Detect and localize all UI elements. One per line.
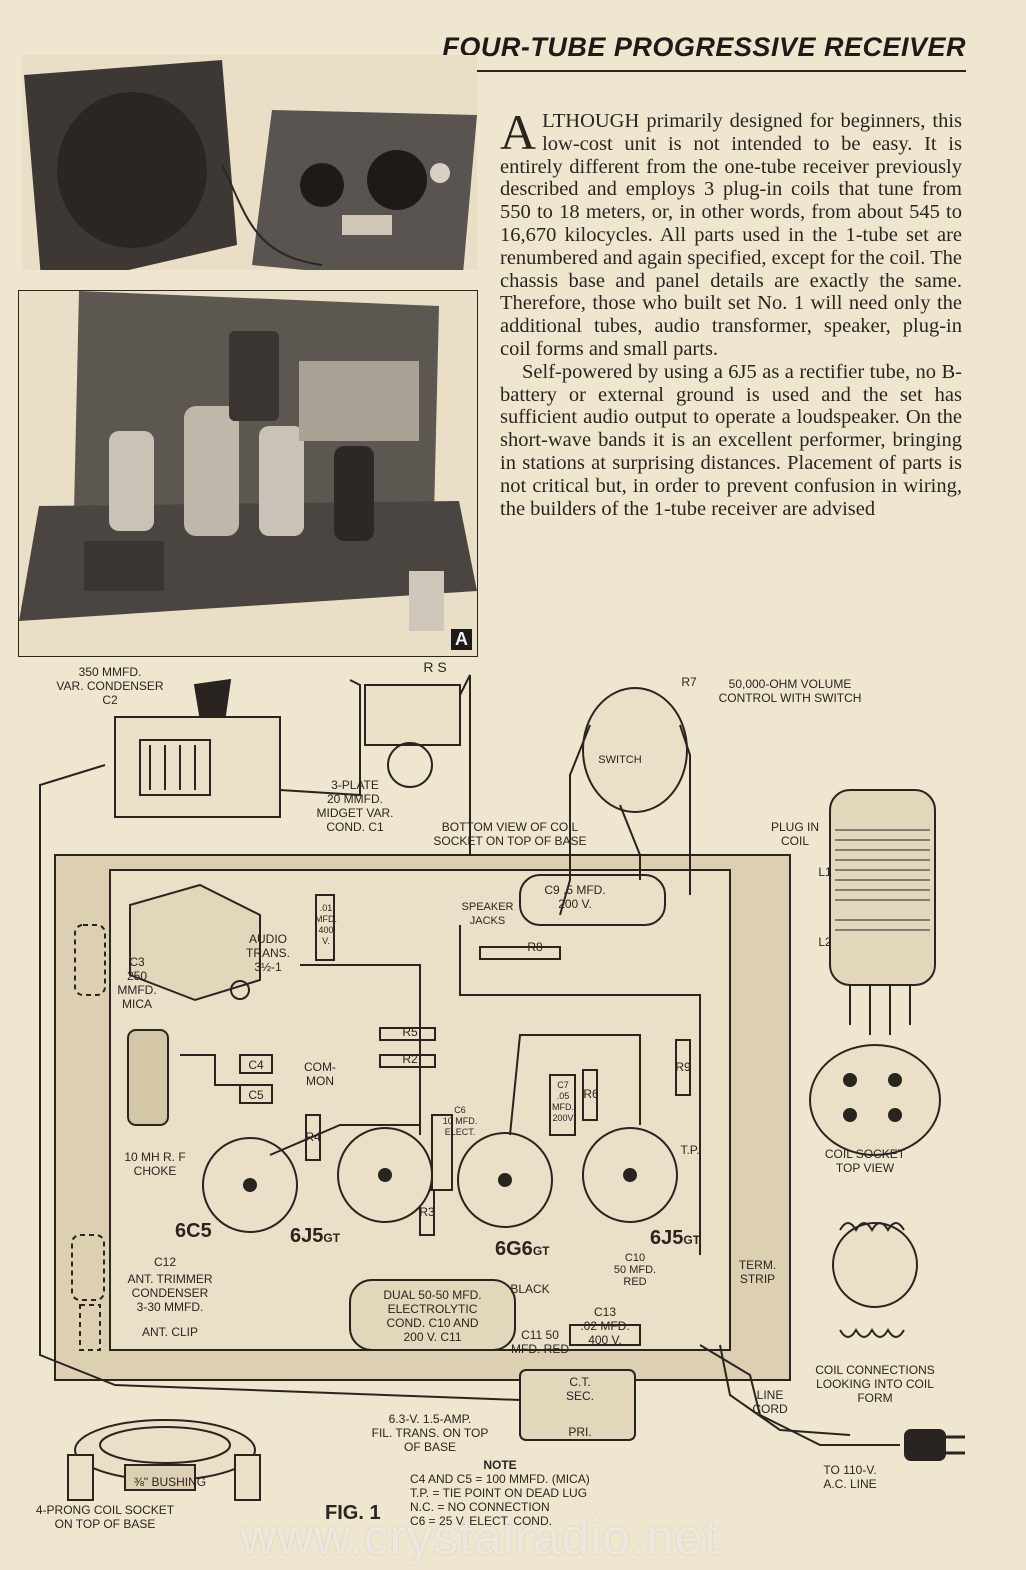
label-r7: R7 xyxy=(681,675,697,689)
note-line-2: T.P. = TIE POINT ON DEAD LUG xyxy=(410,1486,588,1500)
tube-6j5-1-suffix: GT xyxy=(323,1231,341,1245)
label-l2: L2 xyxy=(818,935,832,949)
page-title: FOUR-TUBE PROGRESSIVE RECEIVER xyxy=(442,32,966,62)
label-c8: .01 MFD. 400 V. xyxy=(315,903,337,946)
label-plug-in-coil: PLUG IN COIL xyxy=(770,820,819,848)
tube-label-6j5-2: 6J5GT xyxy=(650,1227,700,1250)
label-c11: C11 50 MFD. RED xyxy=(511,1328,569,1356)
label-l1: L1 xyxy=(818,865,832,879)
label-r8: R8 xyxy=(527,940,543,954)
label-fil-trans: 6.3-V. 1.5-AMP. FIL. TRANS. ON TOP OF BA… xyxy=(371,1412,489,1454)
note-line-1: C4 AND C5 = 100 MMFD. (MICA) xyxy=(410,1472,590,1486)
tube-label-6c5: 6C5 xyxy=(175,1220,212,1242)
label-line-cord: LINE CORD xyxy=(752,1388,788,1416)
label-r5: R5 xyxy=(402,1025,418,1039)
label-var-condenser: 350 MMFD. VAR. CONDENSER C2 xyxy=(56,665,164,707)
label-volume-control: 50,000-OHM VOLUME CONTROL WITH SWITCH xyxy=(718,677,862,705)
label-midget-condenser: 3-PLATE 20 MMFD. MIDGET VAR. COND. C1 xyxy=(316,778,394,834)
note-head: NOTE xyxy=(483,1458,517,1472)
label-c12: C12 xyxy=(153,1255,176,1269)
label-speaker-jacks: SPEAKER JACKS xyxy=(461,901,514,927)
label-r4: R4 xyxy=(305,1130,321,1144)
label-c10: C10 50 MFD. RED xyxy=(613,1252,657,1288)
label-c3: C3 250 MMFD. MICA xyxy=(117,955,157,1011)
label-term-strip: TERM. STRIP xyxy=(738,1258,777,1286)
label-coil-socket-bottom: BOTTOM VIEW OF COIL SOCKET ON TOP OF BAS… xyxy=(433,820,587,848)
dropcap: A xyxy=(500,104,537,160)
label-c9: C9 .5 MFD. 200 V. xyxy=(544,883,606,911)
label-r9: R9 xyxy=(675,1060,691,1074)
label-ant-trimmer: ANT. TRIMMER CONDENSER 3-30 MMFD. xyxy=(127,1272,213,1314)
label-choke: 10 MH R. F CHOKE xyxy=(124,1150,186,1178)
tube-6j5-2-suffix: GT xyxy=(683,1233,701,1247)
photo-chassis-view: A xyxy=(18,290,478,657)
label-to-110v: TO 110-V. A.C. LINE xyxy=(823,1463,877,1491)
label-c13: C13 .02 MFD. 400 V. xyxy=(580,1305,630,1347)
label-rs: R S xyxy=(423,659,447,675)
label-coil-connections: COIL CONNECTIONS LOOKING INTO COIL FORM xyxy=(815,1363,935,1405)
figure-caption: FIG. 1 xyxy=(325,1502,381,1524)
label-c4: C4 xyxy=(248,1058,264,1072)
label-r6: R6 xyxy=(583,1087,599,1101)
label-c5: C5 xyxy=(248,1088,264,1102)
label-ant-clip: ANT. CLIP xyxy=(141,1325,198,1339)
tube-6g6-name: 6G6 xyxy=(495,1238,533,1260)
article-paragraph-2: Self-powered by using a 6J5 as a rectifi… xyxy=(500,360,962,520)
label-four-prong-socket: 4-PRONG COIL SOCKET ON TOP OF BASE xyxy=(35,1503,175,1531)
wiring-diagram: 350 MMFD. VAR. CONDENSER C2 R S 3-PLATE … xyxy=(0,655,1026,1545)
label-audio-trans: AUDIO TRANS. 3½-1 xyxy=(245,932,290,974)
photo-label: A xyxy=(451,629,472,650)
label-c7: C7 .05 MFD. 200V xyxy=(552,1080,574,1123)
photo-chassis-art xyxy=(19,291,477,656)
tube-6j5-1-name: 6J5 xyxy=(290,1225,324,1247)
diagram-note: NOTE C4 AND C5 = 100 MMFD. (MICA) T.P. =… xyxy=(410,1458,650,1528)
label-common: COM- MON xyxy=(304,1060,336,1088)
label-coil-socket-top: COIL SOCKET TOP VIEW xyxy=(824,1147,906,1175)
wiring-diagram-art xyxy=(39,674,965,1501)
label-switch: SWITCH xyxy=(598,754,642,766)
label-black: BLACK xyxy=(510,1282,550,1296)
label-dual-electrolytic: DUAL 50-50 MFD. ELECTROLYTIC COND. C10 A… xyxy=(383,1288,482,1344)
tube-label-6j5-1: 6J5GT xyxy=(290,1225,340,1248)
label-r2: R2 xyxy=(402,1052,418,1066)
label-c6: C6 10 MFD. ELECT. xyxy=(442,1105,478,1137)
label-pri: PRI. xyxy=(568,1425,592,1439)
label-bushing: ⅜" BUSHING xyxy=(133,1475,207,1489)
tube-6g6-suffix: GT xyxy=(532,1244,550,1258)
label-tp: T.P. xyxy=(680,1143,700,1157)
paragraph-1-text: LTHOUGH primarily designed for beginners… xyxy=(500,110,962,360)
photo-front-view-art xyxy=(24,60,477,270)
label-r3: R3 xyxy=(419,1205,435,1219)
note-line-4: C6 = 25 V. ELECT. COND. xyxy=(410,1514,552,1528)
photo-front-view xyxy=(22,55,477,270)
tube-6j5-2-name: 6J5 xyxy=(650,1227,684,1249)
title-rule xyxy=(440,70,966,72)
watermark: www.crystalradio.net xyxy=(240,1509,719,1565)
label-ct-sec: C.T. SEC. xyxy=(565,1375,594,1403)
tube-label-6g6: 6G6GT xyxy=(495,1238,549,1261)
note-line-3: N.C. = NO CONNECTION xyxy=(410,1500,550,1514)
